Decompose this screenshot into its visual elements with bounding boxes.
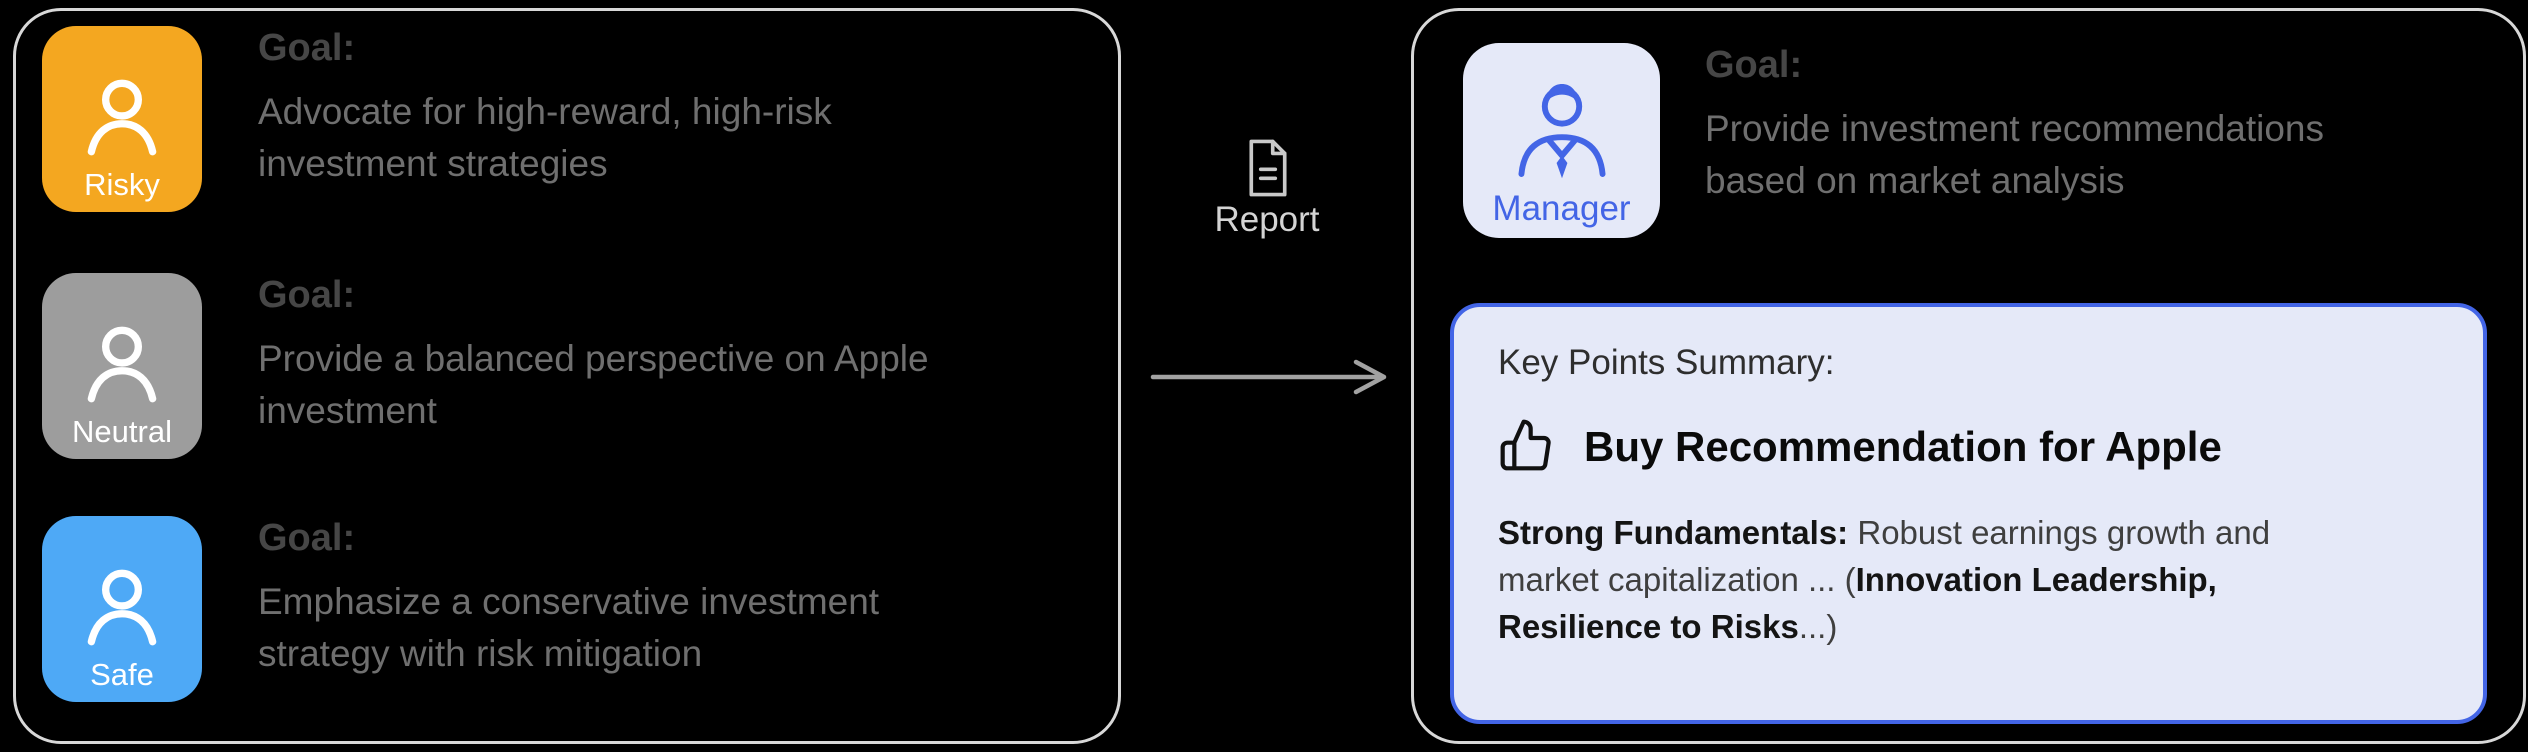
summary-body: Strong Fundamentals: Robust earnings gro…: [1498, 510, 2318, 651]
report-arrow: [1150, 355, 1394, 399]
goal-heading: Goal:: [258, 274, 356, 316]
report-document-icon: [1242, 138, 1294, 198]
manager-goal: Goal: Provide investment recommendations…: [1705, 43, 2405, 208]
summary-title: Key Points Summary:: [1498, 343, 1835, 382]
agent-label: Neutral: [72, 413, 172, 449]
analyst-agents-panel: Risky Goal: Advocate for high-reward, hi…: [13, 8, 1121, 744]
agent-label: Risky: [84, 166, 160, 202]
goal-text: Emphasize a conservative investment stra…: [258, 580, 880, 675]
person-icon: [73, 558, 171, 658]
summary-body-text-1: Robust earnings growth and market capita…: [1498, 514, 2271, 598]
goal-text: Provide a balanced perspective on Apple …: [258, 337, 929, 432]
risky-agent-badge: Risky: [42, 26, 202, 212]
summary-headline: Buy Recommendation for Apple: [1498, 417, 2439, 478]
summary-body-text-2: ...): [1798, 607, 1838, 645]
manager-badge: Manager: [1463, 43, 1660, 238]
neutral-goal: Goal: Provide a balanced perspective on …: [258, 273, 958, 438]
manager-panel: Manager Goal: Provide investment recomme…: [1411, 8, 2526, 744]
summary-body-bold-2: Innovation Leadership, Resilience to Ris…: [1498, 560, 2217, 645]
thumbs-up-icon: [1498, 417, 1554, 478]
manager-label: Manager: [1492, 188, 1631, 228]
goal-heading: Goal:: [258, 27, 356, 69]
neutral-agent-badge: Neutral: [42, 273, 202, 459]
summary-headline-text: Buy Recommendation for Apple: [1584, 423, 2222, 471]
goal-heading: Goal:: [1705, 44, 1803, 86]
agent-label: Safe: [90, 656, 154, 692]
agent-row-safe: Safe Goal: Emphasize a conservative inve…: [42, 516, 958, 702]
summary-body-bold-1: Strong Fundamentals:: [1498, 514, 1849, 551]
manager-row: Manager Goal: Provide investment recomme…: [1463, 43, 2405, 238]
key-points-summary-box: Key Points Summary: Buy Recommendation f…: [1450, 303, 2487, 724]
risky-goal: Goal: Advocate for high-reward, high-ris…: [258, 26, 958, 191]
report-label: Report: [1214, 200, 1320, 239]
person-icon: [73, 68, 171, 168]
manager-person-icon: [1503, 72, 1621, 190]
safe-goal: Goal: Emphasize a conservative investmen…: [258, 516, 958, 681]
goal-text: Provide investment recommendations based…: [1705, 107, 2325, 202]
agent-row-risky: Risky Goal: Advocate for high-reward, hi…: [42, 26, 958, 212]
person-icon: [73, 315, 171, 415]
safe-agent-badge: Safe: [42, 516, 202, 702]
goal-heading: Goal:: [258, 517, 356, 559]
agent-row-neutral: Neutral Goal: Provide a balanced perspec…: [42, 273, 958, 459]
goal-text: Advocate for high-reward, high-risk inve…: [258, 90, 832, 185]
